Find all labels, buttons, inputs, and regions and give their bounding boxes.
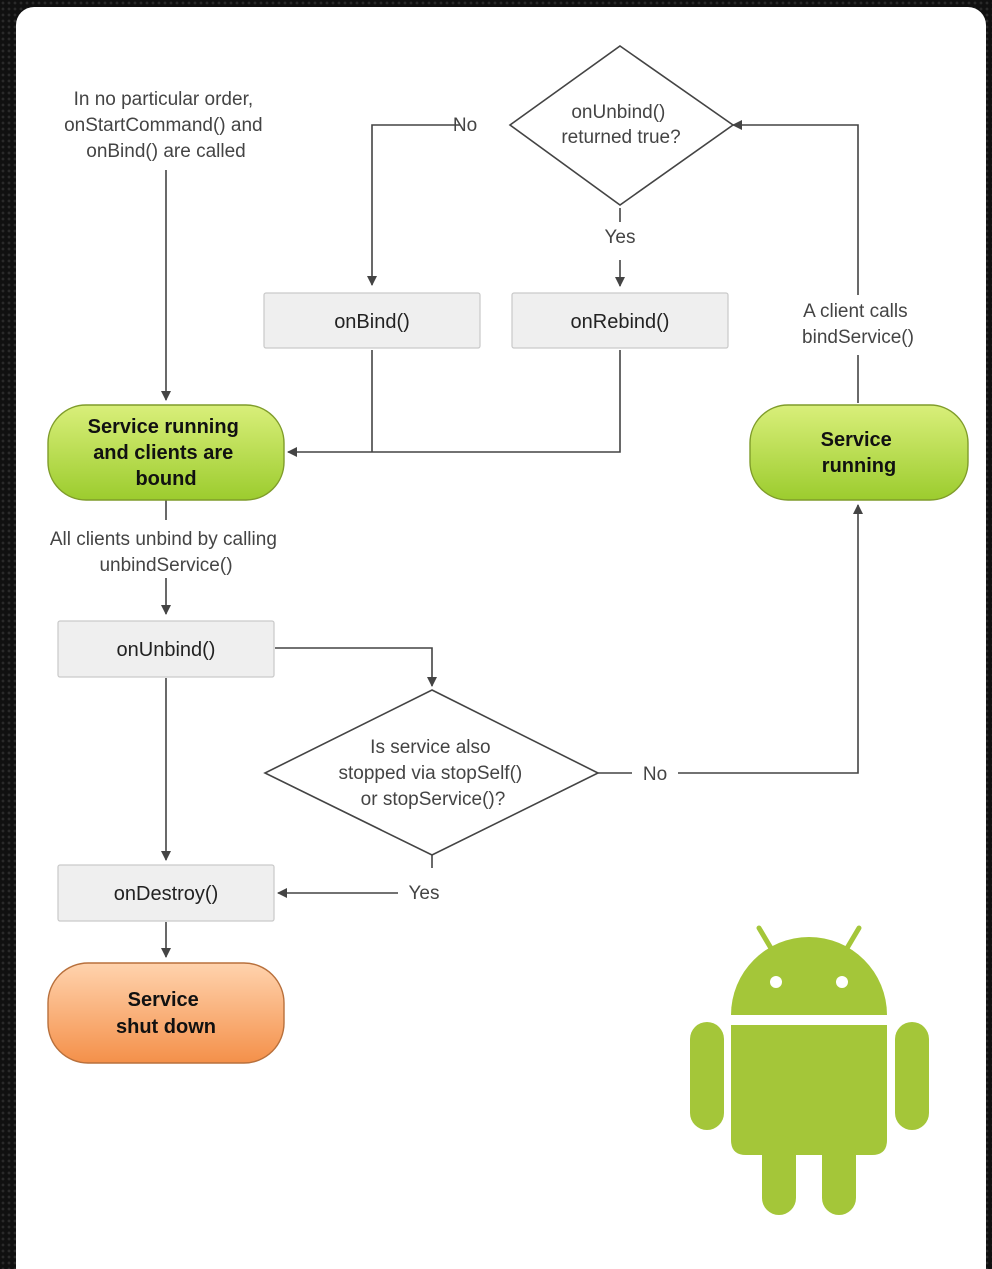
decision-unbind-label: onUnbind() returned true? bbox=[561, 102, 680, 148]
node-running bbox=[749, 404, 969, 501]
label-yes-top: Yes bbox=[605, 227, 636, 248]
node-shutdown bbox=[47, 962, 285, 1064]
node-running-bound-label: Service running and clients are bound bbox=[88, 416, 245, 490]
node-running-label: Service running bbox=[821, 429, 898, 477]
node-shutdown-label: Service shut down bbox=[116, 989, 216, 1038]
decision-unbind-shape bbox=[508, 45, 735, 206]
box-onunbind bbox=[57, 620, 275, 678]
box-onrebind-label: onRebind() bbox=[571, 311, 670, 333]
decision-stopped-shape bbox=[263, 689, 600, 856]
label-no-bottom: No bbox=[643, 764, 667, 785]
arrow-onunbind-to-decision bbox=[275, 647, 437, 687]
box-onbind bbox=[263, 292, 481, 349]
label-yes-bottom: Yes bbox=[409, 883, 440, 904]
label-no-top: No bbox=[453, 115, 477, 136]
box-ondestroy bbox=[57, 864, 275, 922]
decision-stopped-label: Is service also stopped via stopSelf() o… bbox=[338, 737, 527, 810]
arrow-bindservice-to-decision bbox=[732, 120, 859, 295]
android-robot-icon bbox=[690, 925, 929, 1215]
box-onrebind bbox=[511, 292, 729, 349]
box-onbind-label: onBind() bbox=[334, 311, 410, 333]
note-start: In no particular order, onStartCommand()… bbox=[64, 89, 268, 162]
arrow-no-to-running bbox=[678, 504, 863, 774]
connectors bbox=[161, 120, 863, 958]
arrow-onrebind-to-running-bound bbox=[287, 350, 621, 457]
note-client-calls: A client calls bindService() bbox=[802, 301, 914, 348]
box-ondestroy-label: onDestroy() bbox=[114, 883, 218, 905]
box-onunbind-label: onUnbind() bbox=[117, 639, 216, 661]
arrow-no-to-onbind bbox=[367, 124, 460, 286]
note-unbind-all: All clients unbind by calling unbindServ… bbox=[50, 529, 282, 576]
node-running-bound bbox=[47, 404, 285, 501]
